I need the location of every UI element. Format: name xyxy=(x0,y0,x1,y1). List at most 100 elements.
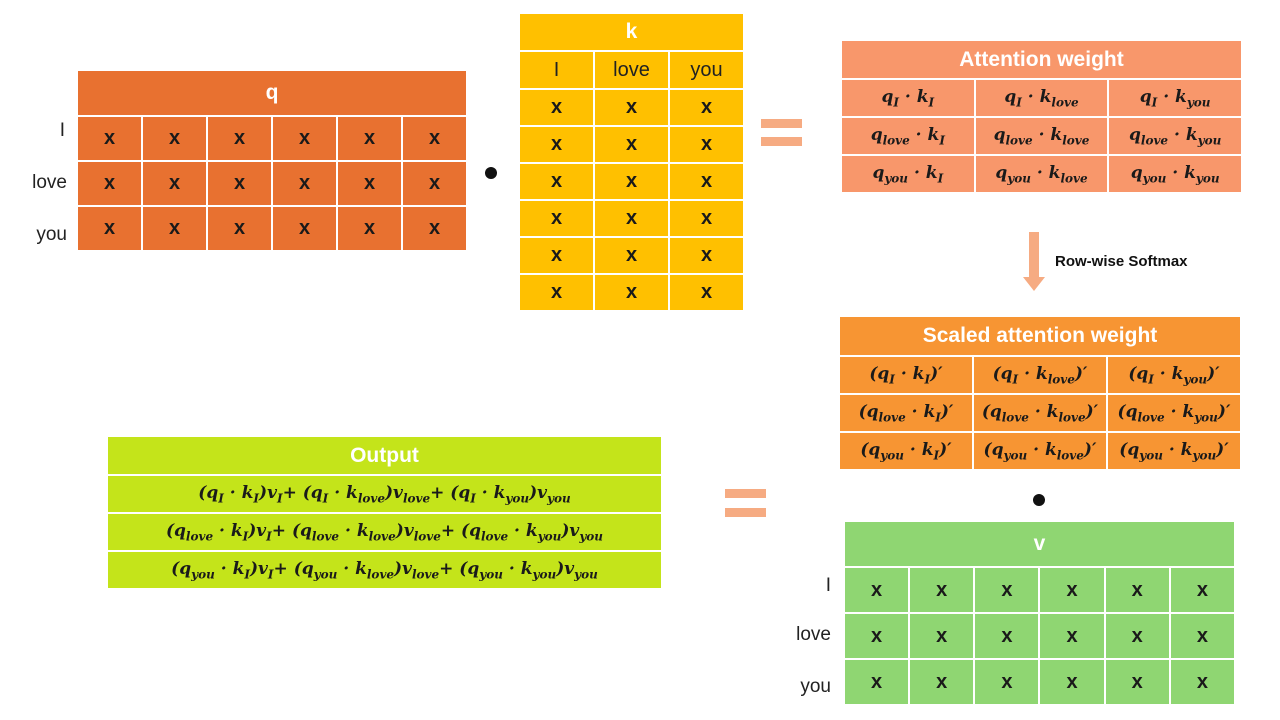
matrix-cell: x xyxy=(593,273,670,312)
scaled-cell: (qI · kI)′ xyxy=(838,355,974,395)
scaled-cell: (qyou · kI)′ xyxy=(838,431,974,471)
down-arrow-icon xyxy=(1023,232,1045,291)
matrix-cell: x xyxy=(401,205,468,252)
matrix-cell: x xyxy=(1168,566,1237,614)
scaled-cell: (qyou · kyou)′ xyxy=(1106,431,1242,471)
matrix-cell: x xyxy=(401,115,468,162)
matrix-cell: x xyxy=(842,566,911,614)
scaled-cell: (qlove · kI)′ xyxy=(838,393,974,433)
v-matrix-title: v xyxy=(843,520,1236,568)
matrix-cell: x xyxy=(518,162,595,201)
matrix-cell: x xyxy=(593,88,670,127)
matrix-cell: x xyxy=(668,162,745,201)
matrix-cell: x xyxy=(271,160,338,207)
k-col-i: I xyxy=(518,50,595,90)
matrix-cell: x xyxy=(973,612,1041,660)
scaled-attention-title: Scaled attention weight xyxy=(838,315,1242,357)
matrix-cell: x xyxy=(141,160,208,207)
output-row-i: (qI · kI)vI+ (qI · klove)vlove+ (qI · ky… xyxy=(106,474,663,514)
q-row-label-you: you xyxy=(36,224,67,245)
k-matrix-title: k xyxy=(518,12,745,52)
output-matrix: Output (qI · kI)vI+ (qI · klove)vlove+ (… xyxy=(106,435,663,590)
scaled-cell: (qyou · klove)′ xyxy=(972,431,1108,471)
matrix-cell: x xyxy=(518,88,595,127)
matrix-cell: x xyxy=(908,658,976,706)
matrix-cell: x xyxy=(842,658,911,706)
attention-cell: qlove · kI xyxy=(840,116,976,156)
attention-cell: qlove · klove xyxy=(973,116,1110,156)
v-row-label-you: you xyxy=(800,676,831,697)
matrix-cell: x xyxy=(336,205,403,252)
matrix-cell: x xyxy=(518,236,595,275)
attention-cell: qI · kI xyxy=(840,78,976,118)
dot-product-symbol xyxy=(485,167,497,179)
matrix-cell: x xyxy=(668,88,745,127)
matrix-cell: x xyxy=(1168,658,1237,706)
dot-product-symbol xyxy=(1033,494,1045,506)
scaled-cell: (qI · klove)′ xyxy=(972,355,1108,395)
softmax-label: Row-wise Softmax xyxy=(1055,253,1188,270)
output-title: Output xyxy=(106,435,663,476)
attention-cell: qyou · kI xyxy=(840,154,976,194)
attention-cell: qyou · kyou xyxy=(1107,154,1243,194)
matrix-cell: x xyxy=(401,160,468,207)
matrix-cell: x xyxy=(973,566,1041,614)
matrix-cell: x xyxy=(668,199,745,238)
matrix-cell: x xyxy=(593,199,670,238)
matrix-cell: x xyxy=(141,115,208,162)
matrix-cell: x xyxy=(1103,612,1171,660)
matrix-cell: x xyxy=(271,115,338,162)
matrix-cell: x xyxy=(518,125,595,164)
matrix-cell: x xyxy=(908,566,976,614)
matrix-cell: x xyxy=(141,205,208,252)
matrix-cell: x xyxy=(593,236,670,275)
q-matrix-title: q xyxy=(76,69,468,117)
attention-weight-matrix: Attention weight qI · kI qI · klove qI ·… xyxy=(840,39,1243,194)
matrix-cell: x xyxy=(668,125,745,164)
matrix-cell: x xyxy=(76,115,143,162)
attention-cell: qI · klove xyxy=(973,78,1110,118)
matrix-cell: x xyxy=(1168,612,1237,660)
matrix-cell: x xyxy=(1103,566,1171,614)
scaled-attention-matrix: Scaled attention weight (qI · kI)′ (qI ·… xyxy=(838,315,1242,471)
attention-cell: qI · kyou xyxy=(1107,78,1243,118)
matrix-cell: x xyxy=(1038,658,1106,706)
matrix-cell: x xyxy=(271,205,338,252)
matrix-cell: x xyxy=(668,236,745,275)
matrix-cell: x xyxy=(593,162,670,201)
matrix-cell: x xyxy=(1038,612,1106,660)
matrix-cell: x xyxy=(206,115,273,162)
matrix-cell: x xyxy=(518,199,595,238)
attention-weight-title: Attention weight xyxy=(840,39,1243,80)
matrix-cell: x xyxy=(336,160,403,207)
scaled-cell: (qlove · klove)′ xyxy=(972,393,1108,433)
matrix-cell: x xyxy=(336,115,403,162)
v-row-label-i: I xyxy=(825,575,831,596)
matrix-cell: x xyxy=(668,273,745,312)
matrix-cell: x xyxy=(76,205,143,252)
attention-cell: qlove · kyou xyxy=(1107,116,1243,156)
matrix-cell: x xyxy=(973,658,1041,706)
output-row-you: (qyou · kI)vI+ (qyou · klove)vlove+ (qyo… xyxy=(106,550,663,590)
matrix-cell: x xyxy=(842,612,911,660)
matrix-cell: x xyxy=(1038,566,1106,614)
matrix-cell: x xyxy=(76,160,143,207)
scaled-cell: (qI · kyou)′ xyxy=(1106,355,1242,395)
equals-symbol-2 xyxy=(725,489,766,518)
matrix-cell: x xyxy=(1103,658,1171,706)
matrix-cell: x xyxy=(908,612,976,660)
